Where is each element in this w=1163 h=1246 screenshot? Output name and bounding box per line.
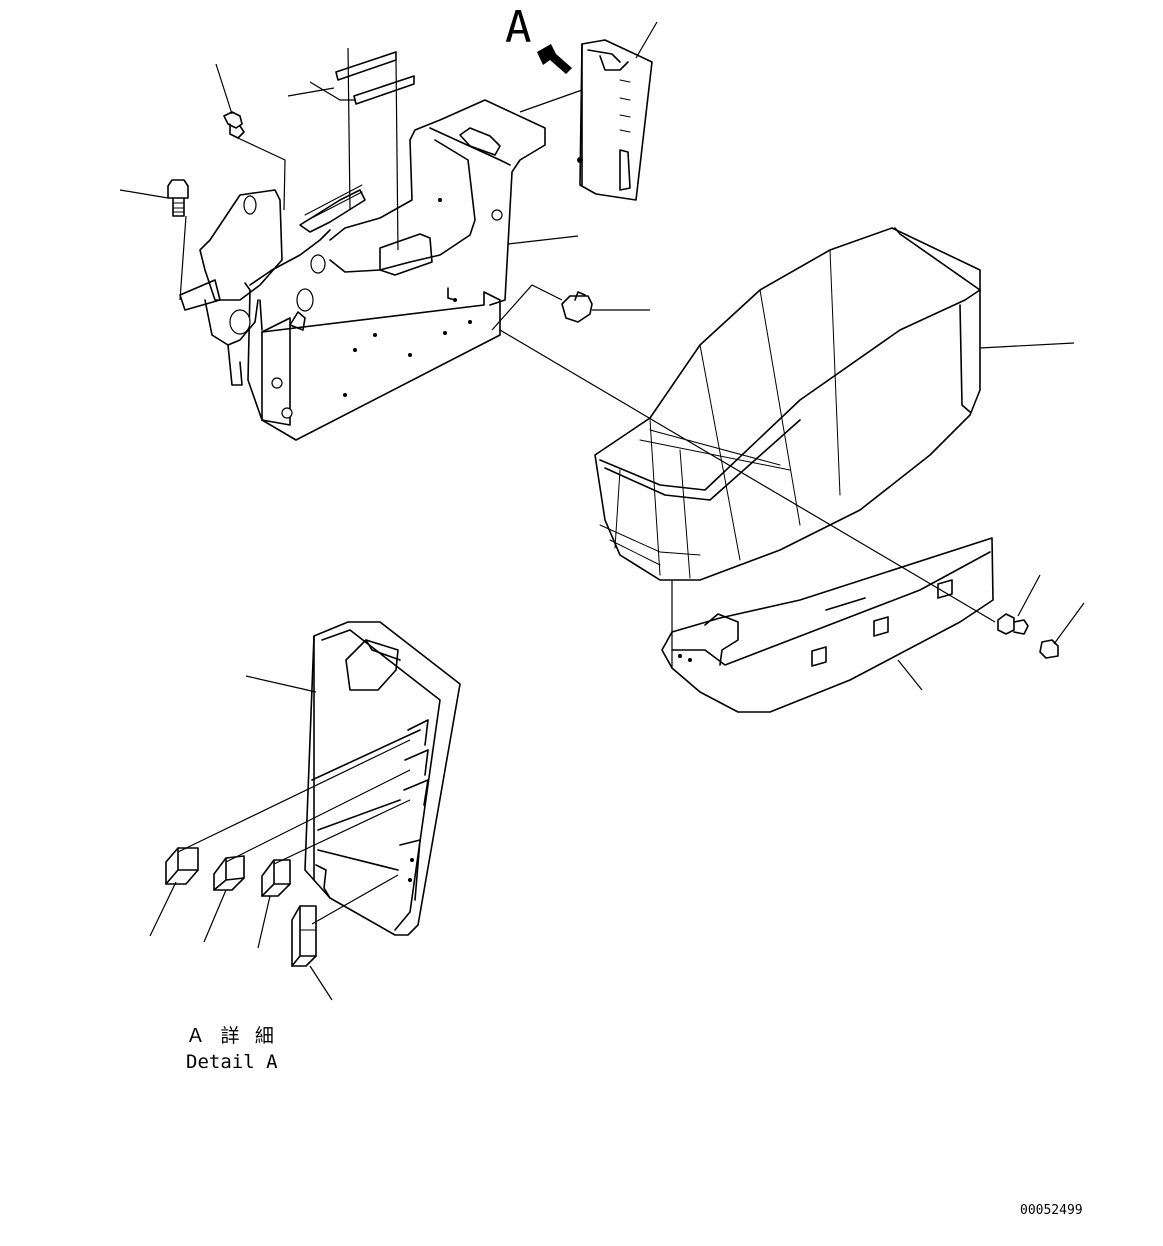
view-arrow-icon: [537, 44, 572, 74]
detail-clip-2: [213, 855, 245, 891]
view-label-a: A: [505, 2, 532, 53]
console-cover-lower: [661, 537, 994, 713]
detail-caption-japanese: Ａ 詳 細: [186, 1025, 276, 1047]
front-cover-panel: [577, 39, 653, 201]
clip: [223, 111, 245, 139]
phantom-lines: [177, 47, 996, 925]
screw: [997, 613, 1029, 635]
console-bracket-frame: [179, 99, 546, 441]
detail-a-cover-panel: [304, 621, 461, 936]
detail-clip-3: [261, 859, 291, 897]
drawing-number: 00052499: [1020, 1203, 1083, 1218]
cap: [1039, 639, 1059, 659]
bolt: [167, 179, 189, 217]
detail-caption-english: Detail A: [186, 1051, 278, 1073]
detail-clip-1: [165, 847, 199, 885]
console-cover-upper: [594, 227, 981, 581]
detail-clip-4: [291, 905, 317, 967]
clip-connector: [561, 291, 593, 323]
leader-lines: [119, 21, 1085, 1001]
